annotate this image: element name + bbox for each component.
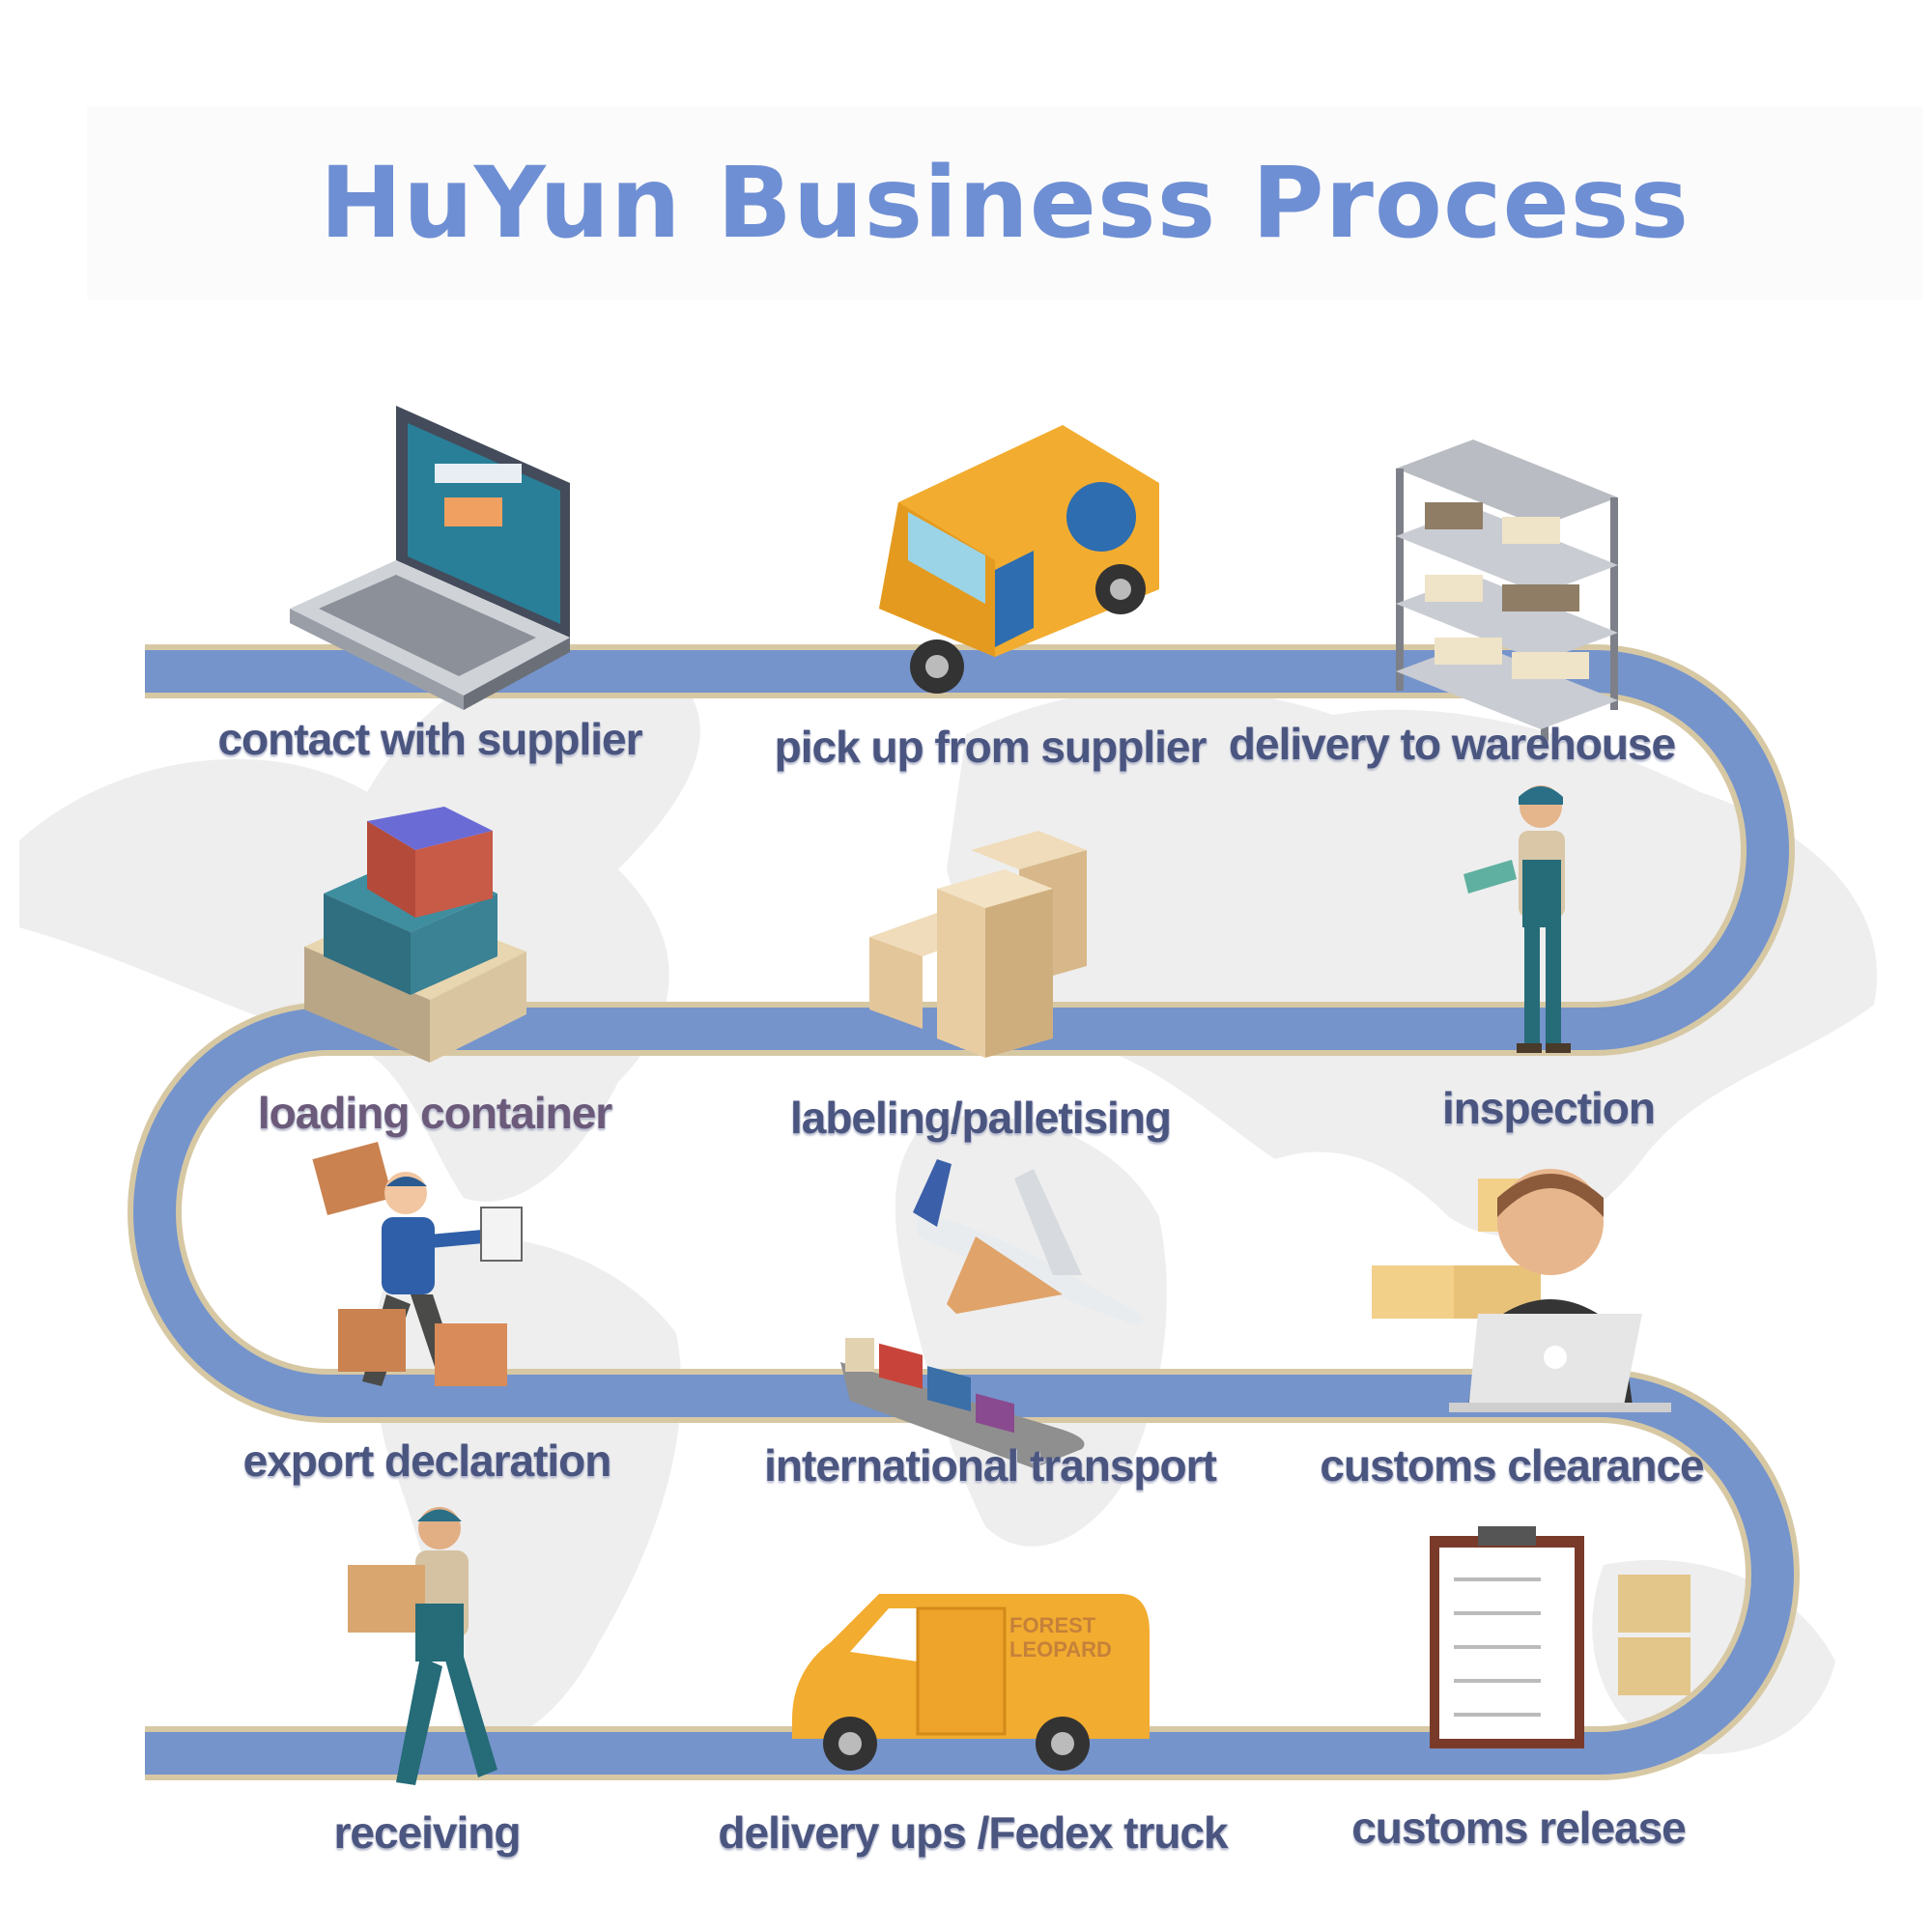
- plane-and-ship-icon: [840, 1159, 1144, 1468]
- van-icon: [879, 425, 1159, 694]
- inspector-worker-icon: [1463, 785, 1571, 1053]
- step-label-receiving: receiving: [333, 1807, 522, 1858]
- step-label-customs-clearance: customs clearance: [1320, 1440, 1704, 1491]
- worker-carrying-box-icon: [348, 1507, 497, 1785]
- step-label-loading-container: loading container: [257, 1088, 612, 1138]
- truck-brand-line1: FOREST: [1009, 1613, 1096, 1637]
- containers-icon: [304, 807, 526, 1063]
- airplane-icon: [913, 1159, 1144, 1324]
- clipboard-checklist-icon: [1430, 1526, 1690, 1748]
- laptop-icon: [290, 406, 570, 710]
- step-label-export-declaration: export declaration: [242, 1435, 612, 1486]
- step-label-inspection: inspection: [1441, 1083, 1656, 1133]
- step-label-delivery-ups-fedex-truck: delivery ups /Fedex truck: [718, 1807, 1228, 1858]
- cargo-ship-icon: [840, 1338, 1085, 1468]
- step-label-labeling-palletising: labeling/palletising: [789, 1093, 1172, 1143]
- step-label-pick-up-from-supplier: pick up from supplier: [774, 722, 1208, 772]
- diagram-title: HuYun Business Process: [319, 145, 1690, 261]
- porter-with-clipboard-icon: [312, 1141, 523, 1386]
- step-label-customs-release: customs release: [1351, 1803, 1687, 1853]
- warehouse-shelf-icon: [1396, 440, 1618, 749]
- step-label-international-transport: international transport: [764, 1440, 1217, 1491]
- wooden-crates-icon: [869, 831, 1087, 1058]
- diagram-title-banner: HuYun Business Process: [87, 106, 1922, 299]
- delivery-truck-icon: FOREST LEOPARD: [792, 1594, 1150, 1771]
- truck-brand-line2: LEOPARD: [1009, 1637, 1112, 1662]
- process-road: [128, 644, 1800, 1780]
- customs-agent-laptop-icon: [1372, 1169, 1671, 1412]
- step-label-contact-with-supplier: contact with supplier: [217, 714, 642, 764]
- step-label-delivery-to-warehouse: delivery to warehouse: [1228, 719, 1676, 769]
